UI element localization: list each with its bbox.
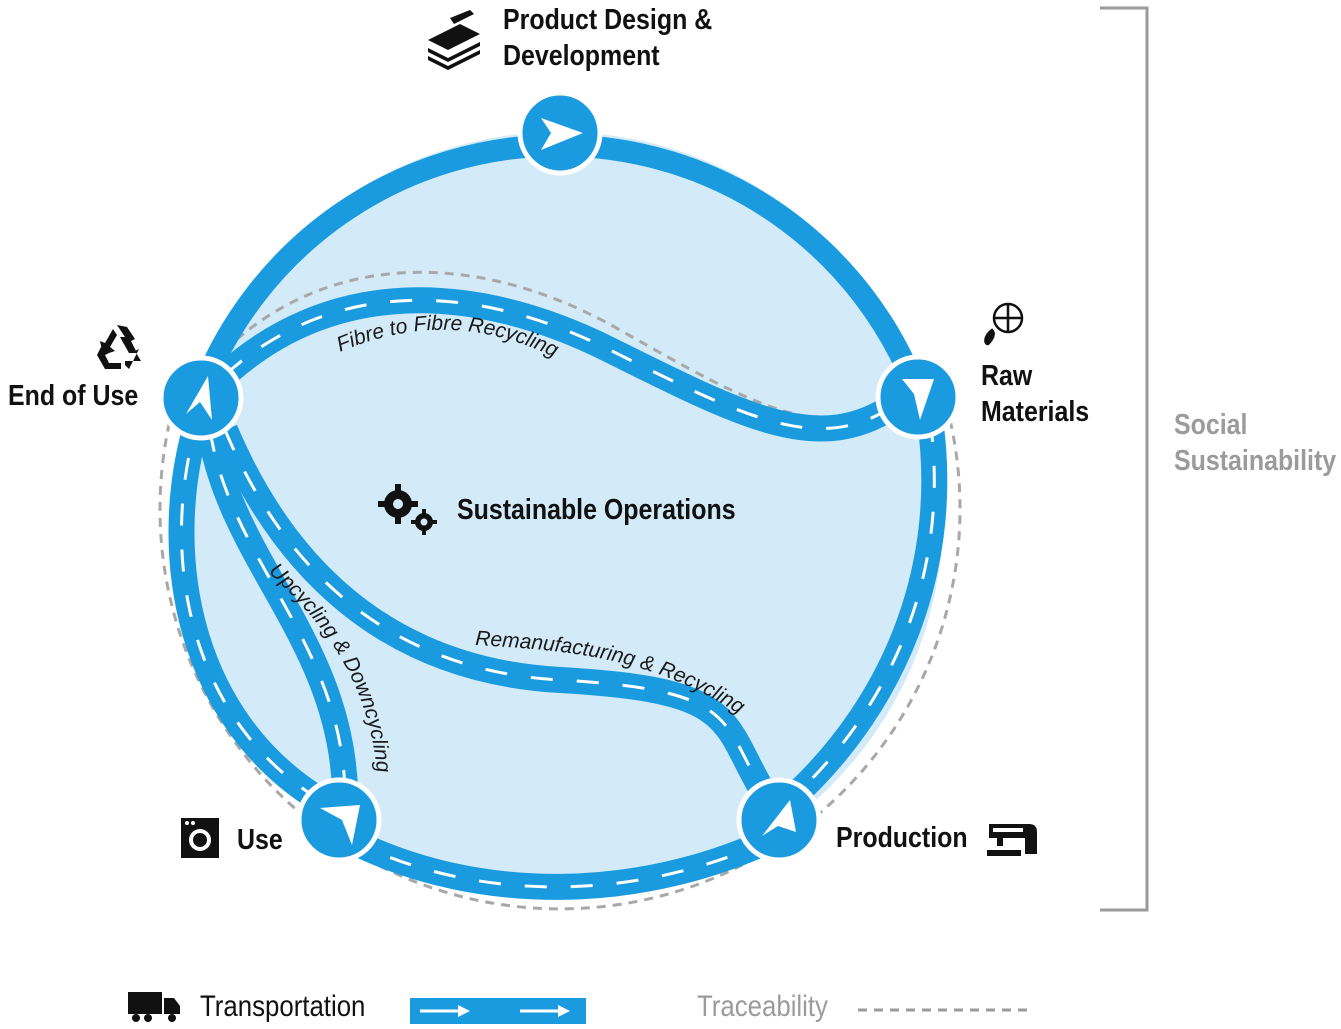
cotton-plant-icon [984, 302, 1024, 346]
node-raw-materials [875, 354, 961, 440]
traceability-line-fibre [223, 270, 886, 420]
raw-materials-line1: Raw [981, 360, 1033, 392]
path-fibre-to-fibre [216, 287, 903, 442]
truck-icon [128, 992, 180, 1022]
social-bracket [1100, 6, 1149, 912]
bracket-line1: Social [1174, 409, 1248, 441]
stage-label-use: Use [237, 824, 283, 856]
washing-machine-icon [181, 818, 219, 858]
sewing-machine-icon [987, 824, 1037, 856]
legend-transportation-label: Transportation [200, 990, 366, 1023]
product-design-line2: Development [503, 40, 660, 72]
legend-traceability-label: Traceability [697, 990, 828, 1023]
traceability-line-outer [158, 419, 962, 911]
books-pencil-icon [428, 10, 480, 70]
recycle-icon [97, 325, 141, 369]
gears-icon [378, 484, 437, 535]
stage-label-product-design: Product Design & Development [503, 2, 712, 74]
center-label: Sustainable Operations [457, 494, 736, 526]
product-design-line1: Product Design & [503, 4, 713, 36]
node-end-of-use [158, 355, 244, 441]
node-use [296, 777, 382, 863]
bracket-label: Social Sustainability [1174, 407, 1336, 479]
raw-materials-line2: Materials [981, 396, 1090, 428]
stage-label-production: Production [836, 822, 968, 854]
node-product-design [517, 90, 603, 176]
legend-transport-swatch [410, 998, 586, 1024]
node-production [736, 777, 822, 863]
stage-label-raw-materials: Raw Materials [981, 358, 1089, 430]
cycle-background [177, 132, 943, 898]
transport-paths [168, 287, 948, 900]
bracket-line2: Sustainability [1174, 445, 1337, 477]
stage-label-end-of-use: End of Use [8, 380, 139, 412]
